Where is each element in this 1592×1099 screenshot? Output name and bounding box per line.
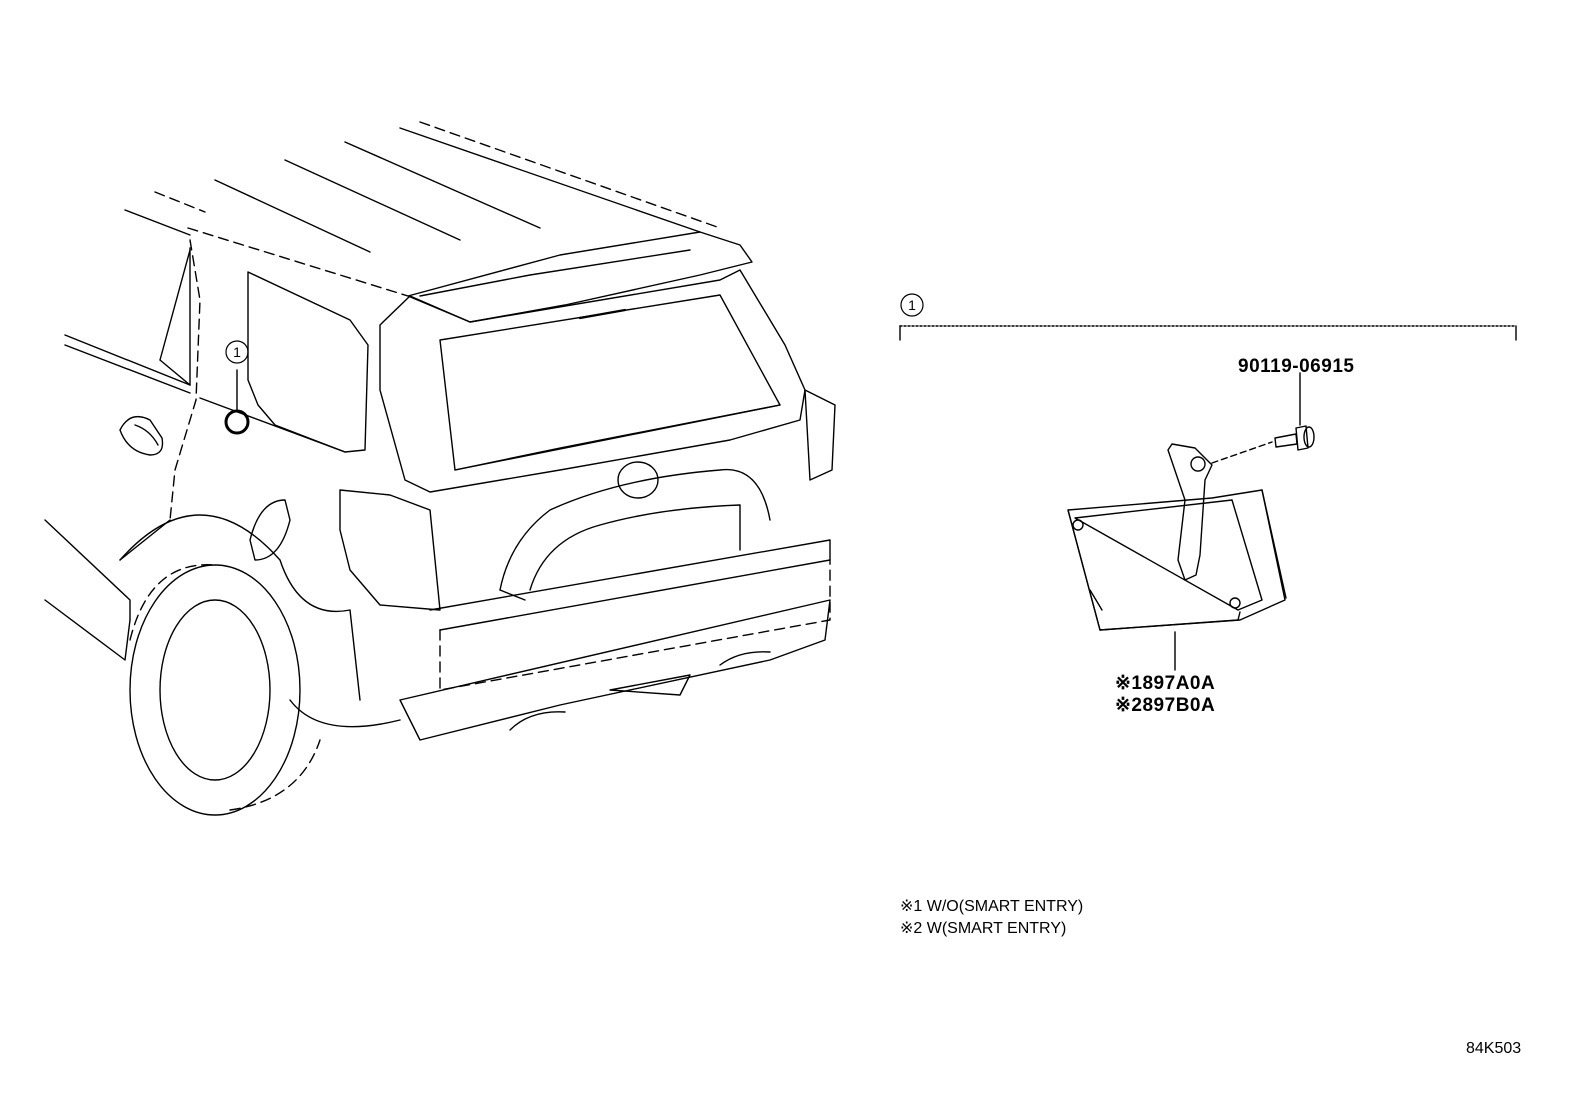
callout-circle-assembly	[900, 293, 924, 317]
footnote-1: ※1 W/O(SMART ENTRY)	[900, 898, 1084, 915]
figure-code: 84K503	[1466, 1040, 1522, 1057]
callout-markers: 1 1	[225, 293, 924, 364]
callout-number-assembly: 1	[908, 297, 916, 313]
module-part-number-2[interactable]: ※2897B0A	[1115, 695, 1216, 716]
control-module-illustration	[1067, 443, 1287, 671]
vehicle-illustration	[44, 121, 836, 816]
callout-circle-vehicle	[225, 340, 249, 364]
bolt-illustration	[1211, 372, 1315, 464]
footnote-2: ※2 W(SMART ENTRY)	[900, 920, 1067, 937]
bolt-part-number[interactable]: 90119-06915	[1238, 356, 1355, 377]
assembly-bracket	[899, 325, 1517, 341]
module-part-number-1[interactable]: ※1897A0A	[1115, 673, 1216, 694]
callout-number-vehicle: 1	[233, 344, 241, 360]
